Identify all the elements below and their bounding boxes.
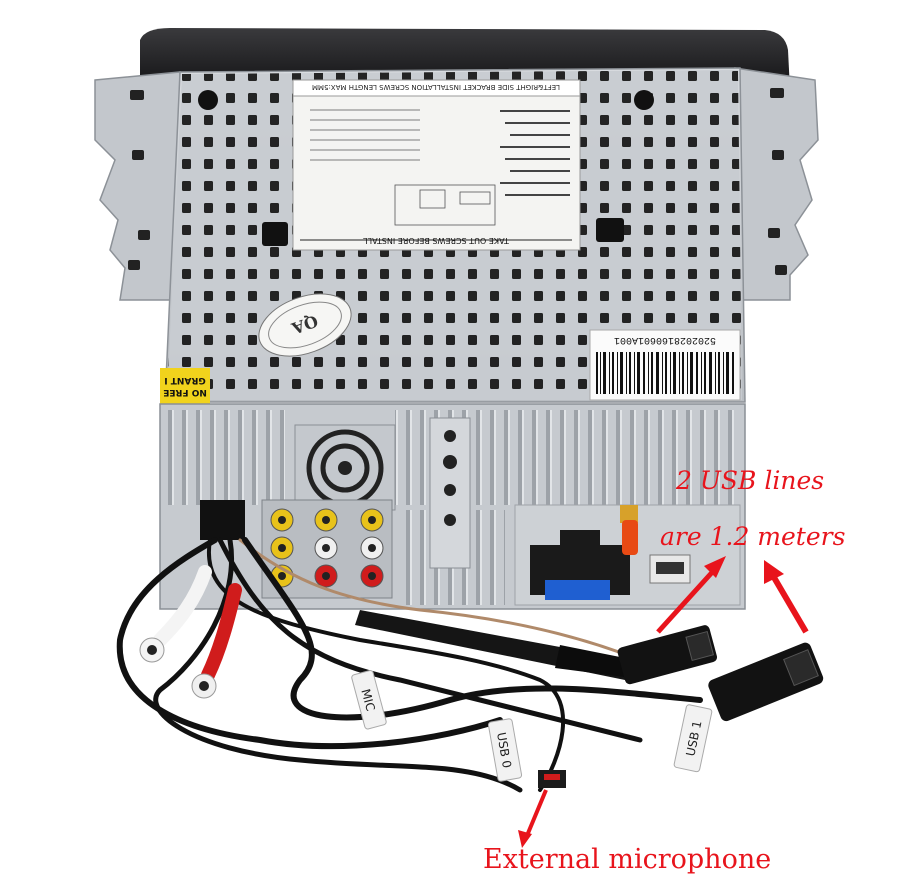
fan-grill (294, 424, 396, 511)
right-bracket (734, 67, 819, 301)
center-bracket (429, 417, 471, 569)
microphone-connector (538, 770, 566, 788)
arrow-usb-right (764, 560, 809, 634)
spec-label: LEFT&RIGHT SIDE BRACKET INSTALLATION SCR… (292, 79, 581, 251)
cable-bundle (116, 500, 703, 793)
usb-length-caption: are 1.2 meters (660, 522, 846, 551)
warning-sticker: NO FREE GRANT I (160, 368, 210, 404)
gps-antenna (355, 610, 635, 680)
left-bracket (94, 71, 181, 301)
barcode-sticker: 5202028160601A001 (589, 329, 741, 401)
usb-lines-caption: 2 USB lines (676, 466, 825, 495)
label-bottom-text: TAKE OUT SCREWS BEFORE INSTALL (363, 236, 510, 245)
warning-line-2: GRANT I (164, 375, 205, 385)
label-bar-text: LEFT&RIGHT SIDE BRACKET INSTALLATION SCR… (312, 83, 560, 91)
qa-stamp: QA (258, 293, 352, 357)
barcode-number: 5202028160601A001 (614, 334, 716, 345)
usb-plug-0 (617, 625, 718, 685)
main-connector (530, 530, 630, 600)
usb0-tag-text: USB 0 (494, 731, 514, 769)
arrow-usb-left (656, 556, 726, 634)
usb1-tag: USB 1 (673, 704, 713, 773)
rca-plugs (139, 565, 242, 699)
warning-line-1: NO FREE (163, 387, 207, 397)
mic-tag: MIC (351, 670, 387, 730)
microphone-caption: External microphone (483, 844, 772, 875)
rca-panel (261, 499, 393, 599)
arrow-microphone (518, 789, 548, 848)
mic-tag-text: MIC (358, 687, 377, 712)
usb0-tag: USB 0 (487, 718, 523, 782)
antenna-connector (620, 505, 638, 555)
usb-plug-1 (708, 642, 824, 722)
rca-jacks (270, 508, 384, 588)
rear-usb-port (649, 554, 691, 584)
